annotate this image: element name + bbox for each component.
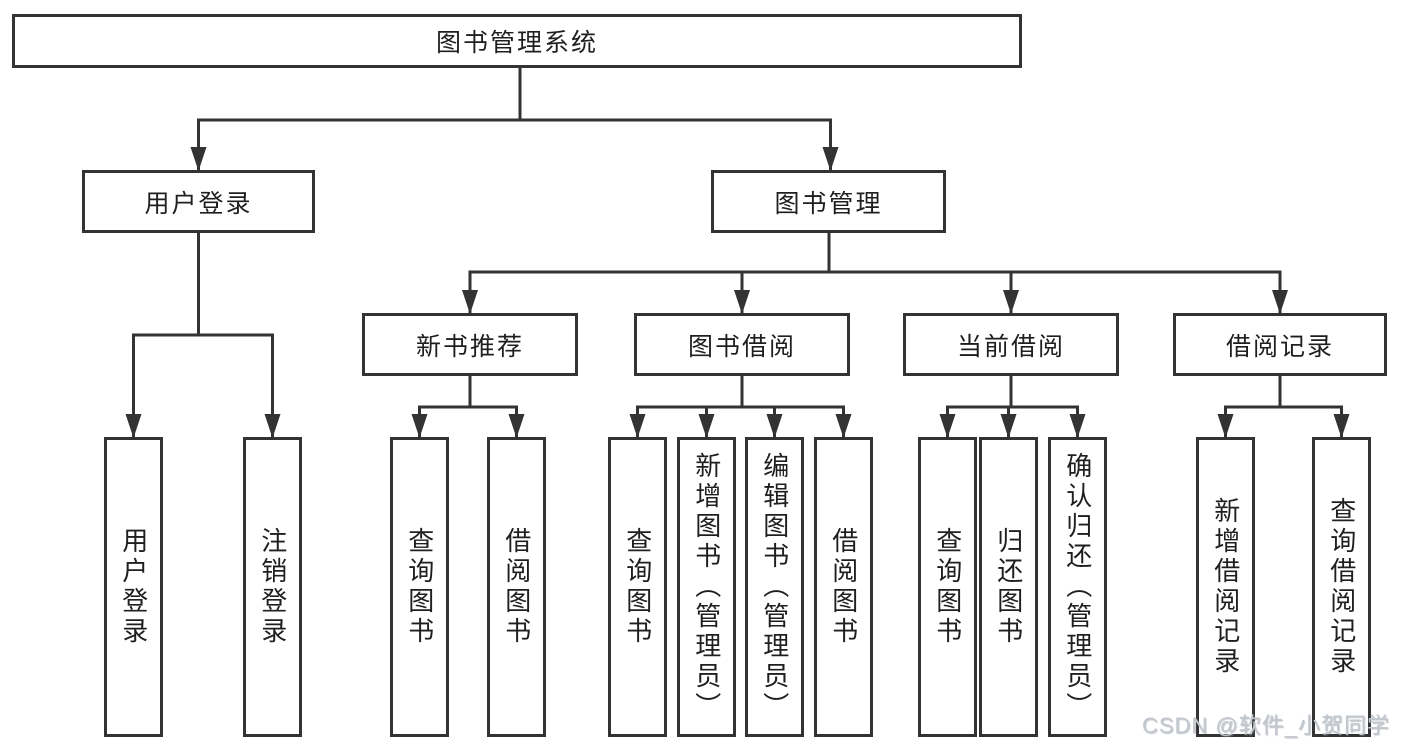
edges-book-management bbox=[462, 233, 1288, 314]
leaf-label: 确认归还（管理员） bbox=[1062, 452, 1093, 722]
edges-borrowing-records bbox=[1217, 376, 1350, 438]
leaf-query-books-recommend: 查询图书 bbox=[390, 437, 449, 737]
node-book-management: 图书管理 bbox=[711, 170, 946, 233]
leaf-user-login: 用户登录 bbox=[104, 437, 163, 737]
leaf-label: 归还图书 bbox=[993, 527, 1024, 647]
node-user-login: 用户登录 bbox=[82, 170, 315, 233]
edges-book-borrowing bbox=[629, 376, 852, 438]
node-borrowing-records: 借阅记录 bbox=[1173, 313, 1387, 376]
edges-new-book-recommendation bbox=[411, 376, 525, 438]
node-library-management-system: 图书管理系统 bbox=[12, 14, 1022, 68]
leaf-label: 借阅图书 bbox=[501, 527, 532, 647]
edges-current-borrowing bbox=[939, 376, 1086, 438]
node-new-book-recommendation: 新书推荐 bbox=[362, 313, 578, 376]
leaf-label: 新增图书（管理员） bbox=[691, 452, 722, 722]
node-current-borrowing: 当前借阅 bbox=[903, 313, 1119, 376]
leaf-label: 借阅图书 bbox=[828, 527, 859, 647]
leaf-label: 查询图书 bbox=[932, 527, 963, 647]
leaf-query-books-current: 查询图书 bbox=[918, 437, 977, 737]
leaf-query-borrow-record: 查询借阅记录 bbox=[1312, 437, 1371, 737]
leaf-confirm-return-admin: 确认归还（管理员） bbox=[1048, 437, 1107, 737]
leaf-label: 查询借阅记录 bbox=[1326, 497, 1357, 677]
leaf-edit-books-admin: 编辑图书（管理员） bbox=[745, 437, 804, 737]
leaf-label: 查询图书 bbox=[622, 527, 653, 647]
leaf-logout-login: 注销登录 bbox=[243, 437, 302, 737]
leaf-return-books: 归还图书 bbox=[979, 437, 1038, 737]
leaf-add-books-admin: 新增图书（管理员） bbox=[677, 437, 736, 737]
leaf-label: 用户登录 bbox=[118, 527, 149, 647]
leaf-label: 查询图书 bbox=[404, 527, 435, 647]
leaf-query-books-borrowing: 查询图书 bbox=[608, 437, 667, 737]
leaf-add-borrow-record: 新增借阅记录 bbox=[1196, 437, 1255, 737]
edges-user-login bbox=[125, 233, 281, 438]
leaf-label: 新增借阅记录 bbox=[1210, 497, 1241, 677]
csdn-watermark: CSDN @软件_小贺同学 bbox=[1141, 713, 1390, 738]
leaf-label: 编辑图书（管理员） bbox=[759, 452, 790, 722]
edges-root bbox=[190, 68, 839, 171]
leaf-borrow-books-borrowing: 借阅图书 bbox=[814, 437, 873, 737]
leaf-borrow-books-recommend: 借阅图书 bbox=[487, 437, 546, 737]
node-book-borrowing: 图书借阅 bbox=[634, 313, 850, 376]
leaf-label: 注销登录 bbox=[257, 527, 288, 647]
